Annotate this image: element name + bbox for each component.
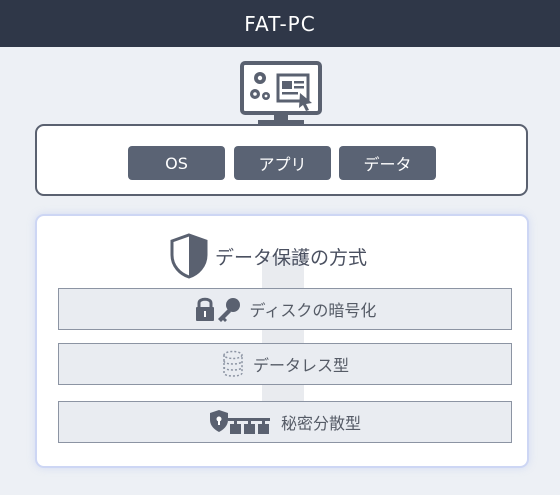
data-chip: データ (339, 146, 436, 180)
shield-network-icon (209, 410, 270, 434)
method-label: データレス型 (252, 356, 349, 375)
database-icon (223, 350, 243, 377)
protection-title-row: データ保護の方式 (169, 232, 367, 280)
connector-bar (262, 256, 304, 416)
method-dataless: データレス型 (58, 343, 512, 385)
pc-contents-box: OS アプリ データ (35, 124, 528, 196)
shield-icon (170, 233, 208, 279)
method-label: ディスクの暗号化 (249, 301, 377, 320)
data-protection-panel: データ保護の方式 ディスクの暗号化 データレス型 (35, 214, 529, 468)
os-chip: OS (128, 146, 225, 180)
header-bar: FAT-PC (0, 0, 560, 47)
method-secret-sharing: 秘密分散型 (58, 401, 512, 443)
method-disk-encryption: ディスクの暗号化 (58, 288, 512, 330)
method-label: 秘密分散型 (280, 414, 361, 433)
app-chip: アプリ (234, 146, 331, 180)
lock-key-icon (195, 297, 240, 322)
protection-title: データ保護の方式 (215, 246, 368, 269)
pc-monitor-icon (240, 61, 322, 126)
page-title: FAT-PC (244, 11, 316, 36)
